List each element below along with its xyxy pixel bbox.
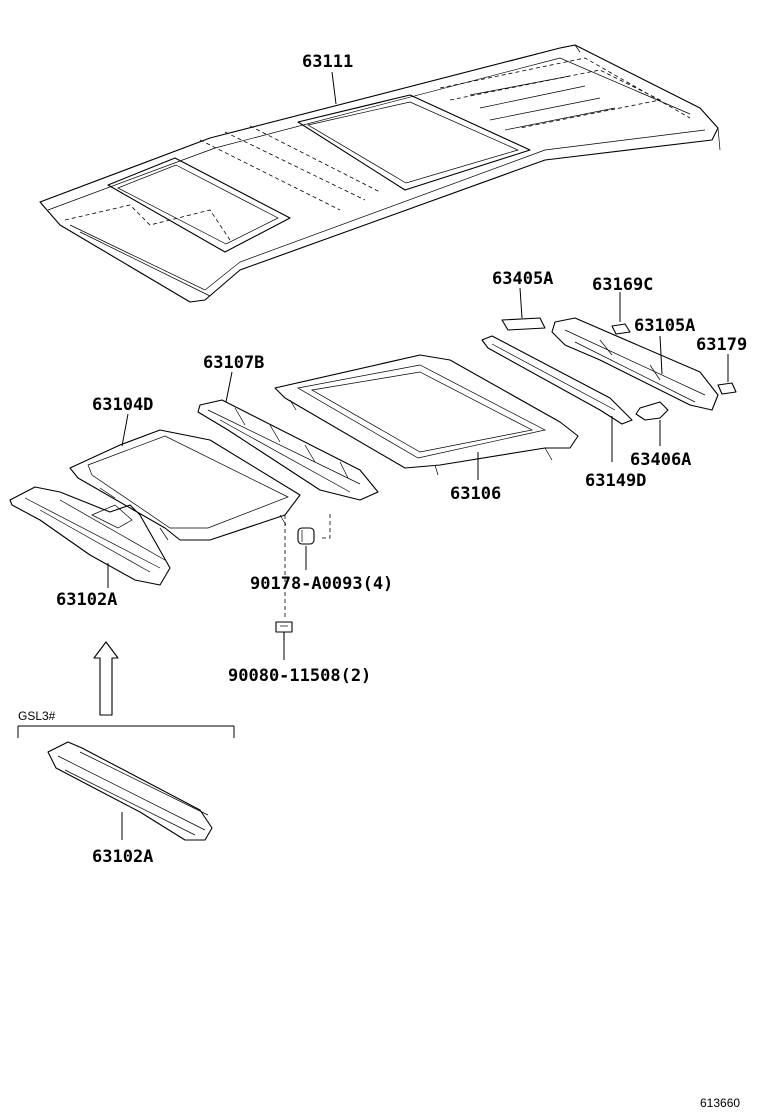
cushion-clip-drawing: [297, 527, 315, 545]
label-front-header-panel-upper: 63102A: [56, 590, 117, 610]
label-bolt: 90080-11508(2): [228, 666, 371, 686]
label-bracket-63405: 63405A: [492, 269, 553, 289]
diagram-id: 613660: [700, 1096, 740, 1110]
variant-bracket: [17, 725, 235, 738]
label-bracket-63406: 63406A: [630, 450, 691, 470]
label-rear-bow: 63149D: [585, 471, 646, 491]
front-header-panel-a-drawing: [9, 486, 171, 586]
sunroof-reinforcement-drawing: [69, 429, 301, 541]
retainer-63169-drawing: [611, 323, 631, 335]
label-roof-panel: 63111: [302, 52, 353, 72]
front-bow-drawing: [197, 399, 379, 501]
bracket-63405-drawing: [501, 317, 546, 331]
rear-bow-drawing: [481, 335, 633, 425]
label-sunroof-reinforcement: 63104D: [92, 395, 153, 415]
roof-panel-drawing: [39, 44, 721, 303]
label-cushion-clip: 90178-A0093(4): [250, 574, 393, 594]
label-pad-63179: 63179: [696, 335, 747, 355]
label-retainer-63169: 63169C: [592, 275, 653, 295]
label-rear-header-panel: 63105A: [634, 316, 695, 336]
bracket-63406-drawing: [635, 401, 669, 421]
rear-header-panel-drawing: [551, 317, 719, 411]
label-front-header-panel-lower: 63102A: [92, 847, 153, 867]
pad-63179-drawing: [717, 382, 737, 395]
up-arrow-icon: [93, 641, 119, 716]
sunroof-frame-drawing: [274, 354, 579, 476]
front-header-panel-b-drawing: [47, 741, 213, 841]
label-front-bow: 63107B: [203, 353, 264, 373]
variant-note: GSL3#: [18, 709, 56, 723]
label-sunroof-frame: 63106: [450, 484, 501, 504]
bolt-drawing: [275, 621, 293, 640]
